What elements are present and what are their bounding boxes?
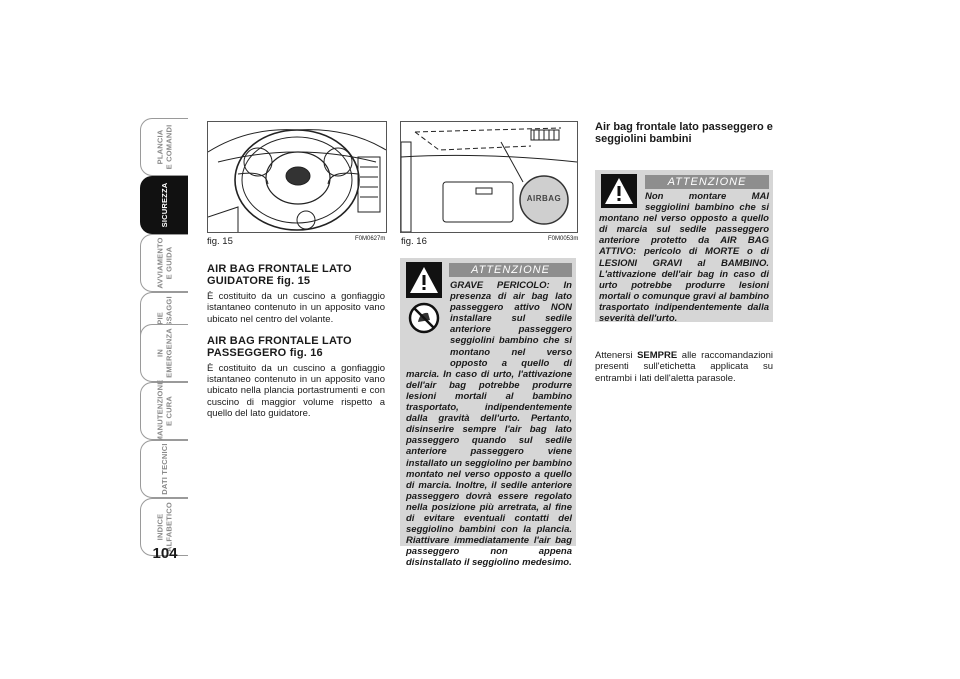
warning-header: ATTENZIONE	[645, 175, 769, 189]
sunvisor-label-paragraph: Attenersi SEMPRE alle raccomandazioni pr…	[595, 350, 773, 384]
passenger-airbag-paragraph: È costituito da un cuscino a gonfiaggio …	[207, 362, 385, 420]
passenger-airbag-heading: AIR BAG FRONTALE LATO PASSEGGERO fig. 16	[207, 334, 352, 359]
warning-box-grave-pericolo: ATTENZIONE GRAVE PERICOLO: In presenza d…	[400, 258, 576, 568]
warning-text: Non montare MAI seggiolini bambino che s…	[599, 191, 769, 325]
fig-15-code: F0M0627m	[355, 236, 386, 242]
airbag-badge: AIRBAG	[526, 194, 562, 203]
warning-text: GRAVE PERICOLO: In presenza di air bag l…	[406, 280, 572, 569]
driver-airbag-section: AIR BAG FRONTALE LATO GUIDATORE fig. 15 …	[207, 263, 385, 429]
figure-16-passenger-dashboard: AIRBAG	[400, 121, 578, 233]
no-child-seat-icon	[408, 302, 440, 334]
tab-manutenzione-e-cura[interactable]: MANUTENZIONE E CURA	[140, 380, 188, 442]
driver-airbag-paragraph: È costituito da un cuscino a gonfiaggio …	[207, 291, 385, 325]
warning-triangle-icon	[406, 262, 442, 298]
steering-wheel-illustration	[208, 129, 386, 232]
page-number: 104	[152, 545, 178, 562]
tab-indice-alfabetico[interactable]: INDICE ALFABETICO	[140, 498, 188, 556]
tab-sicurezza[interactable]: SICUREZZA	[140, 176, 188, 234]
fig-16-caption: fig. 16	[401, 236, 427, 247]
tab-dati-tecnici[interactable]: DATI TECNICI	[140, 440, 188, 498]
driver-airbag-heading: AIR BAG FRONTALE LATO GUIDATORE fig. 15	[207, 263, 352, 287]
child-seat-heading: Air bag frontale lato passeggero e seggi…	[595, 121, 773, 145]
fig-16-code: F0M0053m	[548, 236, 579, 242]
tab-plancia-e-comandi[interactable]: PLANCIA E COMANDI	[140, 118, 188, 176]
child-seat-section: Air bag frontale lato passeggero e seggi…	[595, 121, 773, 145]
warning-box-child-seat: ATTENZIONE Non montare MAI seggiolini ba…	[595, 170, 773, 325]
dashboard-illustration	[401, 127, 577, 232]
tab-avviamento-e-guida[interactable]: AVVIAMENTO E GUIDA	[140, 234, 188, 292]
warning-header: ATTENZIONE	[449, 263, 572, 277]
tab-in-emergenza[interactable]: IN EMERGENZA	[140, 324, 188, 382]
figure-15-steering-wheel	[207, 121, 387, 233]
fig-15-caption: fig. 15	[207, 236, 233, 247]
warning-triangle-icon	[601, 174, 637, 208]
